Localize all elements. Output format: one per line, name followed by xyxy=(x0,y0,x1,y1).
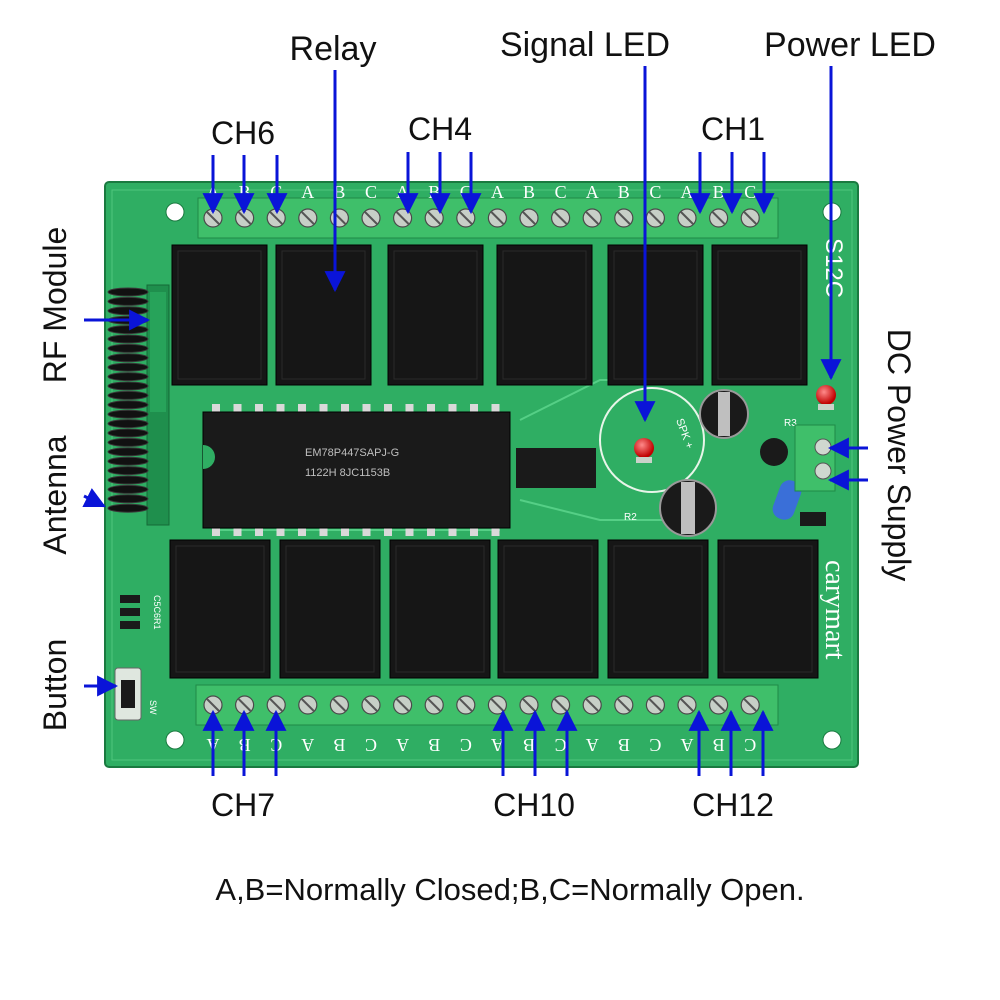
chip-marking-1: EM78P447SAPJ-G xyxy=(305,447,399,459)
smd-components: C5C6R1 xyxy=(120,595,162,630)
terminal-letter: C xyxy=(649,735,661,755)
terminal-letter: A xyxy=(491,735,504,755)
model-label: S12C xyxy=(820,238,847,298)
terminal-letter: B xyxy=(523,735,535,755)
terminal-letter: A xyxy=(586,735,599,755)
terminal-letter: A xyxy=(491,182,504,202)
terminal-letter: A xyxy=(681,182,694,202)
terminal-letter: A xyxy=(396,735,409,755)
terminal-letter: C xyxy=(555,735,567,755)
c5c6r1-label: C5C6R1 xyxy=(152,595,162,630)
terminal-letter: C xyxy=(649,182,661,202)
signal-led-label: Signal LED xyxy=(500,26,670,64)
signal-led-zone xyxy=(599,387,705,493)
terminal-letter: B xyxy=(333,735,345,755)
mounting-hole xyxy=(165,202,185,222)
capacitor-2 xyxy=(659,479,717,537)
ch12-label: CH12 xyxy=(692,787,774,823)
rf-module xyxy=(146,284,170,526)
terminal-letter: C xyxy=(555,182,567,202)
relay xyxy=(607,539,709,679)
relay xyxy=(387,244,484,386)
ch7-label: CH7 xyxy=(211,787,275,823)
brand-label: carymart xyxy=(819,560,850,660)
mounting-hole xyxy=(822,730,842,750)
relay xyxy=(496,244,593,386)
ch10-label: CH10 xyxy=(493,787,575,823)
terminal-letter: C xyxy=(365,182,377,202)
relay xyxy=(717,539,819,679)
signal-led xyxy=(634,438,654,463)
terminal-letter: B xyxy=(713,182,725,202)
relay xyxy=(389,539,491,679)
terminal-letter: B xyxy=(428,182,440,202)
diode xyxy=(800,512,826,526)
terminal-letter: A xyxy=(301,182,314,202)
callout-arrow xyxy=(82,488,106,508)
relay xyxy=(279,539,381,679)
terminal-letter: C xyxy=(365,735,377,755)
terminal-letter: B xyxy=(713,735,725,755)
relay-row-bottom xyxy=(169,539,819,679)
terminal-letter: A xyxy=(301,735,314,755)
ch6-label: CH6 xyxy=(211,115,275,151)
relay xyxy=(607,244,704,386)
terminal-letter: B xyxy=(523,182,535,202)
button-label: Button xyxy=(37,639,73,732)
terminal-letter: A xyxy=(586,182,599,202)
dc-power-terminal xyxy=(794,424,836,492)
terminal-letter: C xyxy=(460,735,472,755)
footnote: A,B=Normally Closed;B,C=Normally Open. xyxy=(215,872,804,907)
terminal-letter: C xyxy=(744,735,756,755)
transistor xyxy=(760,438,788,466)
r3-label: R3 xyxy=(784,418,797,429)
relay-row-top xyxy=(171,244,808,386)
terminal-letter: B xyxy=(618,182,630,202)
terminal-letter: B xyxy=(428,735,440,755)
chip-marking-2: 1122H 8JC1153B xyxy=(305,467,390,479)
relay xyxy=(169,539,271,679)
sw-label: SW xyxy=(148,700,158,715)
power-led-label: Power LED xyxy=(764,26,936,64)
callout-arrows xyxy=(82,66,868,776)
ch4-label: CH4 xyxy=(408,111,472,147)
relay xyxy=(497,539,599,679)
relay xyxy=(171,244,268,386)
relay xyxy=(275,244,372,386)
blue-capacitor xyxy=(772,480,802,520)
relay xyxy=(711,244,808,386)
dc-power-supply-label: DC Power Supply xyxy=(881,329,917,582)
power-led xyxy=(816,385,836,410)
ch1-label: CH1 xyxy=(701,111,765,147)
microcontroller-chip: EM78P447SAPJ-G 1122H 8JC1153B xyxy=(202,404,511,536)
relay-label: Relay xyxy=(290,30,377,68)
small-ic xyxy=(516,448,596,488)
terminal-letter: A xyxy=(681,735,694,755)
terminal-letter: B xyxy=(618,735,630,755)
terminal-letter: C xyxy=(744,182,756,202)
capacitor-1 xyxy=(699,389,749,439)
mounting-hole xyxy=(165,730,185,750)
r2-label: R2 xyxy=(624,512,637,523)
antenna-label: Antenna xyxy=(37,435,73,554)
rf-module-label: RF Module xyxy=(37,227,73,384)
